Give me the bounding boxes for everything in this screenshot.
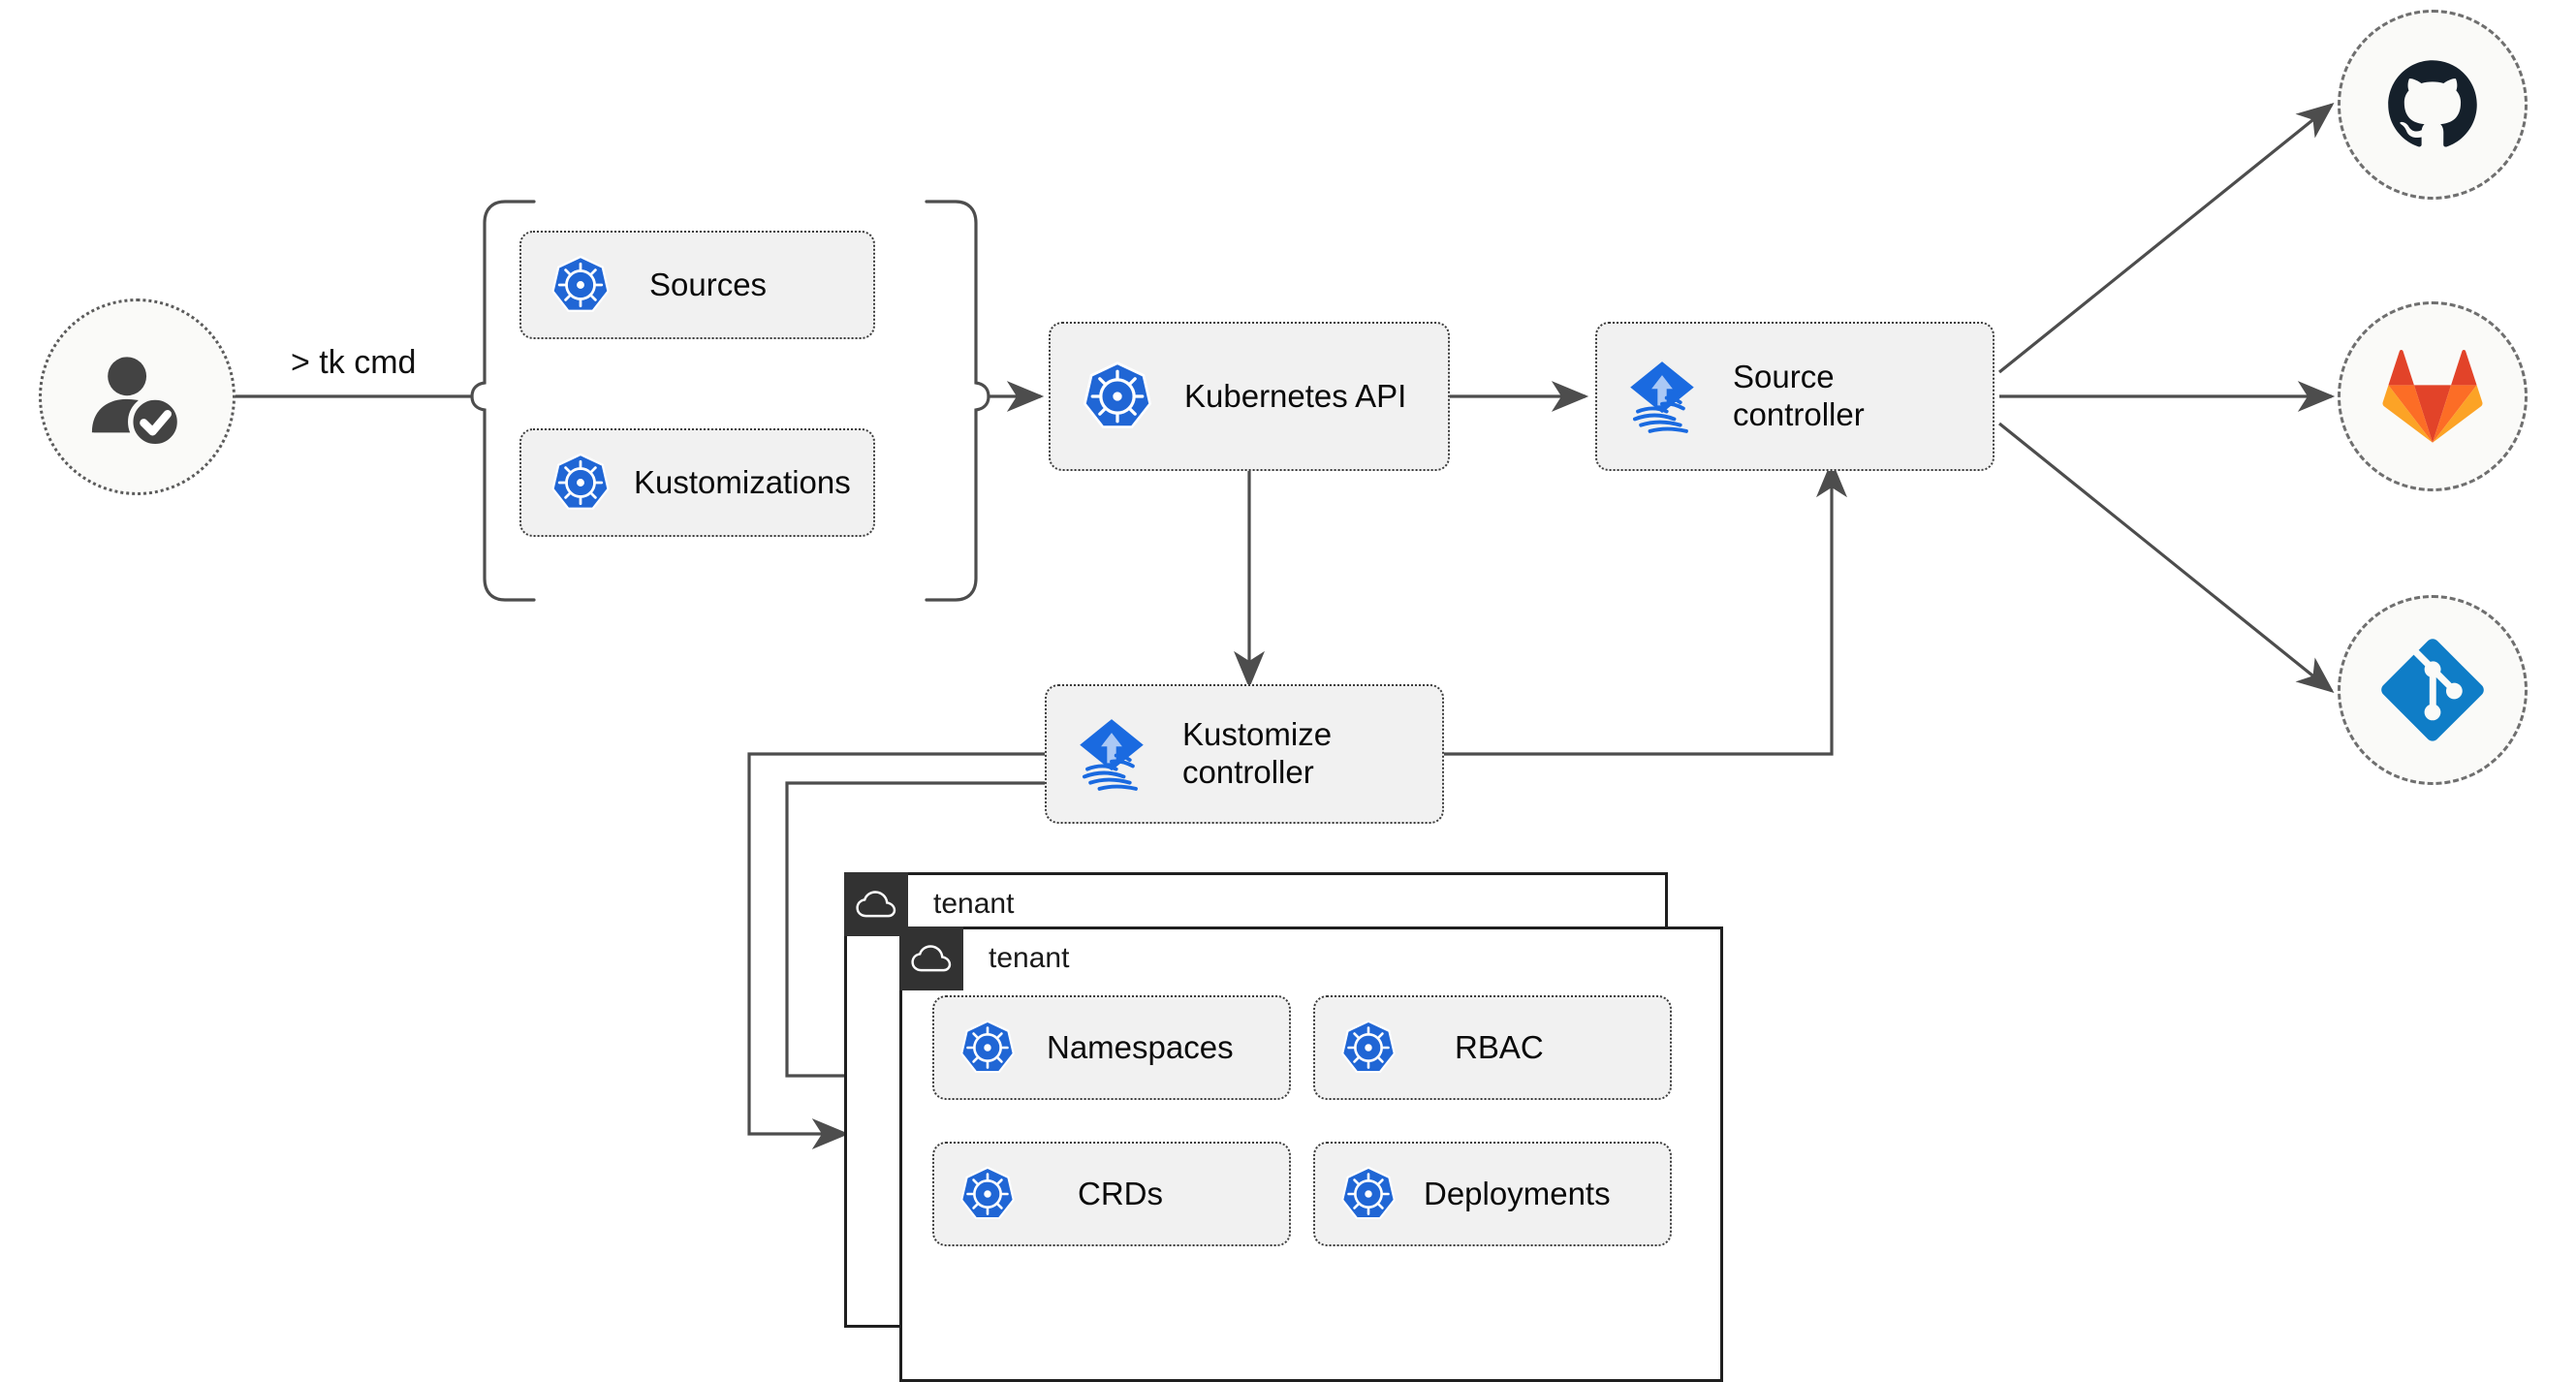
kubernetes-icon — [551, 453, 610, 510]
tenant-label: tenant — [933, 888, 1015, 920]
node-deployments[interactable]: Deployments — [1313, 1142, 1672, 1246]
tenant-label: tenant — [989, 942, 1070, 974]
node-label: RBAC — [1455, 1028, 1544, 1065]
provider-gitlab[interactable] — [2338, 301, 2528, 491]
kubernetes-icon — [1341, 1166, 1396, 1220]
provider-git[interactable] — [2338, 595, 2528, 785]
node-label: Sources — [649, 266, 768, 302]
kubernetes-icon — [1083, 361, 1152, 428]
actor-circle[interactable] — [39, 298, 236, 495]
git-icon — [2381, 639, 2484, 741]
node-label: Namespaces — [1047, 1028, 1234, 1065]
cloud-icon — [911, 945, 952, 972]
github-icon — [2388, 60, 2477, 147]
cloud-icon-badge — [899, 927, 963, 990]
kubernetes-icon — [1341, 1020, 1396, 1074]
node-label: CRDs — [1078, 1175, 1163, 1211]
node-kubernetes-api[interactable]: Kubernetes API — [1049, 322, 1450, 471]
node-crds[interactable]: CRDs — [932, 1142, 1291, 1246]
node-label: Kustomize controller — [1182, 716, 1333, 790]
node-rbac[interactable]: RBAC — [1313, 995, 1672, 1100]
cloud-icon — [856, 891, 896, 918]
node-label: Source controller — [1733, 359, 1865, 432]
node-kustomize-controller[interactable]: Kustomize controller — [1045, 684, 1444, 824]
node-kustomizations[interactable]: Kustomizations — [519, 428, 875, 537]
node-label: Kubernetes API — [1184, 377, 1407, 414]
kubernetes-icon — [960, 1020, 1015, 1074]
node-source-controller[interactable]: Source controller — [1595, 322, 1995, 471]
flux-icon — [1630, 361, 1694, 433]
tenant-header: tenant — [899, 927, 1069, 990]
node-label: Kustomizations — [634, 463, 851, 500]
user-check-icon — [91, 356, 182, 449]
cmd-edge-label: > tk cmd — [291, 344, 417, 381]
node-namespaces[interactable]: Namespaces — [932, 995, 1291, 1100]
kubernetes-icon — [551, 255, 610, 312]
node-sources[interactable]: Sources — [519, 231, 875, 339]
cloud-icon-badge — [844, 872, 908, 936]
tenant-header: tenant — [844, 872, 1014, 936]
node-label: Deployments — [1424, 1175, 1611, 1211]
provider-github[interactable] — [2338, 10, 2528, 200]
flux-icon — [1080, 719, 1144, 791]
gitlab-icon — [2382, 350, 2483, 443]
kubernetes-icon — [960, 1166, 1015, 1220]
